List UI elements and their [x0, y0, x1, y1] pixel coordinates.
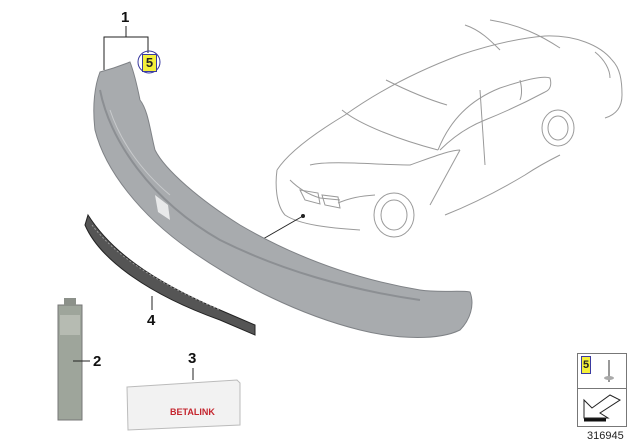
diagram-id: 316945 — [587, 430, 624, 442]
adhesive-cartridge-part — [57, 298, 83, 421]
legend-divider — [578, 388, 626, 389]
car-outline — [275, 19, 623, 238]
callout-3: 3 — [188, 350, 197, 367]
legend-box: 5 — [577, 353, 627, 427]
callout-1: 1 — [121, 9, 130, 26]
part-badge-5: 5 — [142, 54, 157, 72]
svg-text:BETALINK: BETALINK — [170, 407, 215, 417]
legend-graphics — [583, 360, 622, 422]
callout-4: 4 — [147, 312, 156, 329]
legend-badge-5: 5 — [581, 356, 591, 374]
spoiler-part — [93, 61, 473, 338]
mesh-grille-part — [84, 213, 256, 336]
adhesive-kit-box-part: BETALINK — [126, 379, 241, 431]
callout-2: 2 — [93, 353, 102, 370]
